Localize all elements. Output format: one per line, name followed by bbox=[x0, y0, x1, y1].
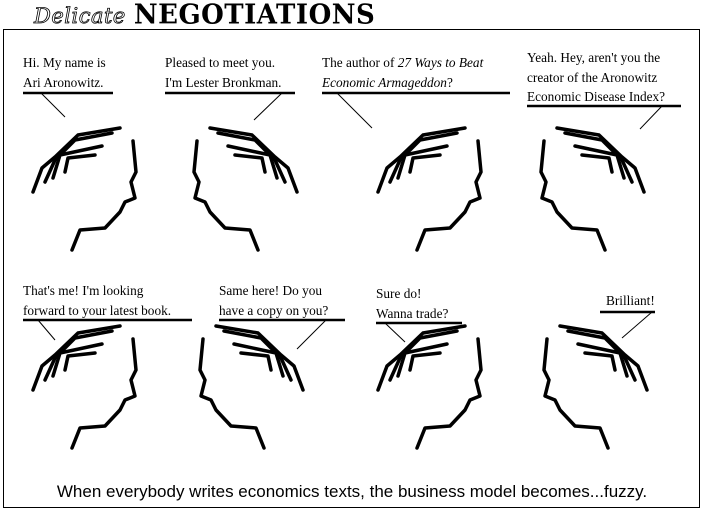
bubble-line: I'm Lester Bronkman. bbox=[165, 74, 282, 90]
speech-bubble-1: Hi. My name is Ari Aronowitz. bbox=[23, 53, 106, 92]
bubble-line: Economic Disease Index? bbox=[527, 89, 666, 104]
bubble-line: Sure do! bbox=[376, 286, 422, 301]
character-head-5 bbox=[31, 324, 138, 450]
bubble-line: have a copy on you? bbox=[219, 302, 329, 318]
bubble-line: creator of the Aronowitz bbox=[527, 69, 658, 85]
bubble-line: Hi. My name is bbox=[23, 55, 106, 70]
bubble-line: Yeah. Hey, aren't you the bbox=[527, 50, 661, 65]
speech-bubble-2: Pleased to meet you. I'm Lester Bronkman… bbox=[165, 53, 282, 92]
speech-bubble-8: Brilliant! bbox=[606, 291, 655, 311]
title-script-word: Delicate bbox=[34, 4, 126, 29]
bubble-line: Ari Aronowitz. bbox=[23, 74, 104, 90]
bubble-line: That's me! I'm looking bbox=[23, 283, 144, 298]
bubble-line: Brilliant! bbox=[606, 293, 655, 308]
book-title: Economic Armageddon bbox=[322, 74, 447, 90]
title-bold-word: NEGOTIATIONS bbox=[133, 0, 376, 31]
speech-bubble-6: Same here! Do you have a copy on you? bbox=[219, 281, 328, 320]
speech-bubble-5: That's me! I'm looking forward to your l… bbox=[23, 281, 171, 320]
character-head-6 bbox=[200, 326, 303, 448]
character-head-4 bbox=[541, 128, 644, 250]
bubble-text: The author of bbox=[322, 55, 398, 70]
speech-bubble-4: Yeah. Hey, aren't you the creator of the… bbox=[527, 48, 665, 107]
speech-bubble-7: Sure do! Wanna trade? bbox=[376, 284, 448, 323]
character-head-7 bbox=[376, 324, 483, 450]
bubble-line: Wanna trade? bbox=[376, 305, 449, 321]
bubble-line: Pleased to meet you. bbox=[165, 55, 276, 70]
character-head-2 bbox=[194, 128, 297, 250]
comic-frame bbox=[3, 29, 700, 508]
character-head-3 bbox=[376, 126, 483, 252]
speech-bubble-3: The author of 27 Ways to Beat Economic A… bbox=[322, 53, 483, 92]
bubble-line: forward to your latest book. bbox=[23, 302, 172, 318]
character-head-1 bbox=[31, 126, 138, 252]
speech-lines bbox=[23, 91, 681, 350]
bubble-line: Same here! Do you bbox=[219, 283, 323, 298]
comic-caption: When everybody writes economics texts, t… bbox=[56, 482, 648, 501]
bubble-text: ? bbox=[446, 74, 453, 90]
book-title: 27 Ways to Beat bbox=[397, 55, 484, 70]
character-head-8 bbox=[544, 326, 647, 448]
comic-title: Delicate NEGOTIATIONS bbox=[34, 0, 376, 31]
